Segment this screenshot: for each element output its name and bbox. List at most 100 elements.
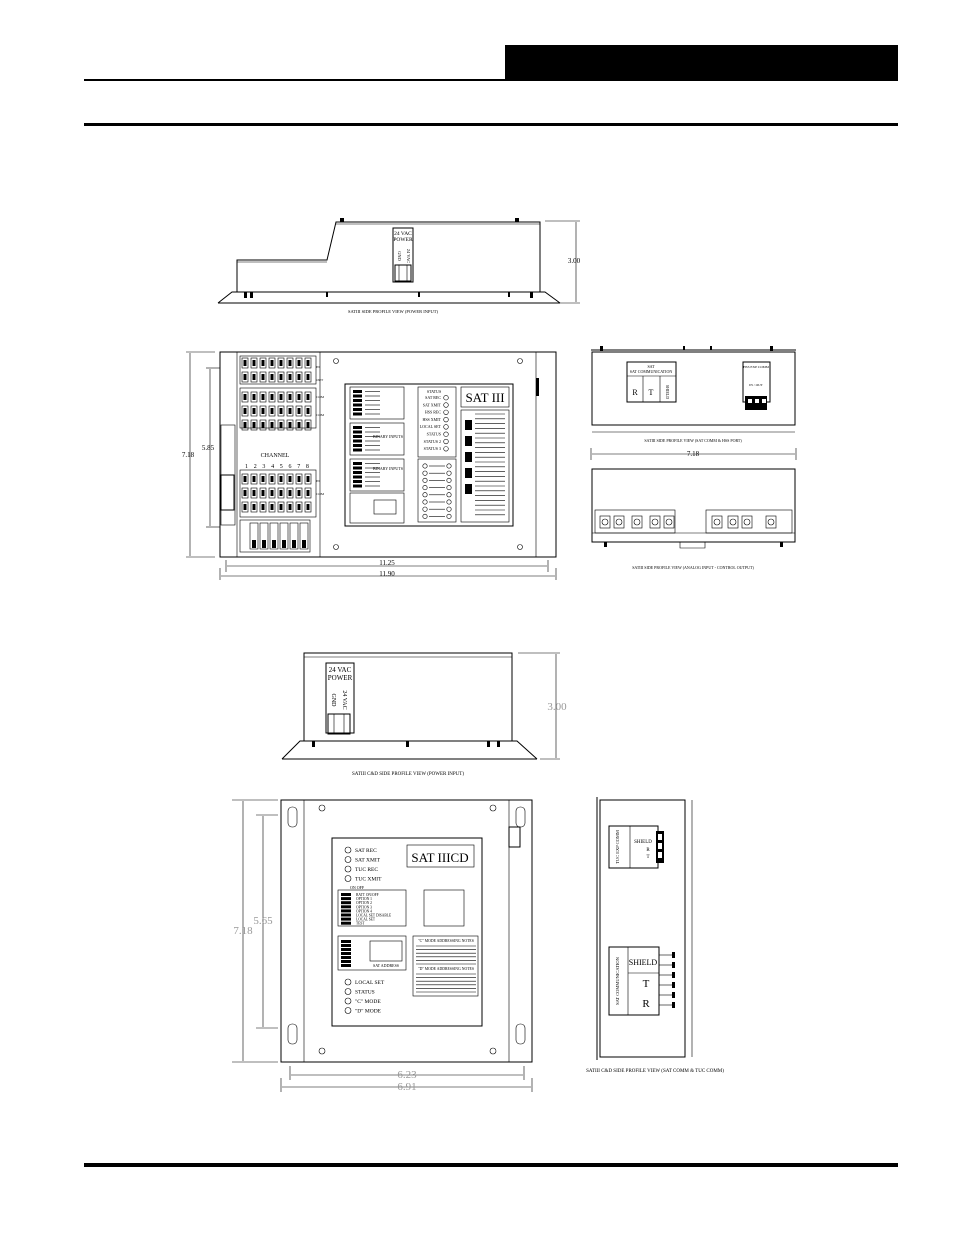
caption: SATIII C&D SIDE PROFILE VIEW (SAT COMM &… <box>586 1069 724 1074</box>
notes-title-2: "D" MODE ADDRESSING NOTES <box>418 967 474 971</box>
gnd-label: GND <box>397 251 402 261</box>
sat-comm-label: SAT COMMUNICATION <box>615 956 620 1005</box>
dim-h-outer: 7.18 <box>182 451 195 459</box>
caption: SATIII C&D SIDE PROFILE VIEW (POWER INPU… <box>352 772 464 777</box>
bottom-led-label: LOCAL SET <box>355 980 385 986</box>
led-label: SAT XMIT <box>355 858 381 864</box>
status-label: STATUS 3 <box>424 446 441 451</box>
svg-text:COM: COM <box>316 413 325 417</box>
in-out-label: IN / OUT <box>749 383 763 387</box>
terminal-cells <box>241 357 312 550</box>
notes-title-1: "C" MODE ADDRESSING NOTES <box>418 939 474 943</box>
notes-lines <box>416 945 476 993</box>
sat3-logo: SAT III <box>465 390 504 405</box>
status-label: STATUS <box>427 432 441 437</box>
status-label: HSS XMIT <box>422 417 441 422</box>
r-label: R <box>642 998 650 1010</box>
led-label: TUC XMIT <box>355 877 382 883</box>
bottom-led-label: "C" MODE <box>355 999 381 1005</box>
tuc-comm-label: TUC EXP COMM <box>615 830 620 864</box>
channel-number: 6 <box>289 464 292 470</box>
sat3cd-side-power-view: 24 VAC POWER GND 24 VAC 3.00 SATIII C&D … <box>281 652 567 777</box>
binary-inputs-1: BINARY INPUTS <box>373 434 403 439</box>
dim-width: 7.18 <box>687 450 700 458</box>
dim-w-outer: 6.91 <box>397 1081 416 1093</box>
dim-w-inner: 6.23 <box>397 1069 417 1081</box>
dip-item-label: LOCAL SET <box>356 918 376 922</box>
channel-number: 1 <box>245 464 248 470</box>
screw-holes <box>333 358 523 550</box>
r-label: R <box>632 388 638 397</box>
binary-inputs-2: BINARY INPUTS <box>373 466 403 471</box>
side-terminals <box>659 952 675 1008</box>
channel-number: 8 <box>306 464 309 470</box>
led-label: SAT REC <box>355 848 377 854</box>
dip-item-label: OPTION 2 <box>356 901 372 905</box>
svg-text:R: R <box>646 848 650 853</box>
power-label-1: 24 VAC <box>394 231 412 237</box>
dip-item-label: TEST <box>356 922 365 926</box>
dip-header: ON OFF <box>350 885 365 890</box>
dim-w-outer: 11.90 <box>379 570 395 578</box>
sat3cd-side-comm-view: TUC EXP COMM SHIELD R T SAT COMMUNICATIO… <box>586 797 724 1074</box>
bottom-leds: LOCAL SET STATUS "C" MODE "D" MODE <box>344 978 385 1015</box>
header-title-bar <box>505 45 898 81</box>
t-label: T <box>649 388 654 397</box>
svg-text:T: T <box>646 855 649 860</box>
channel-number: 5 <box>280 464 283 470</box>
sat3cd-logo: SAT IIICD <box>411 850 468 865</box>
status-title: STATUS <box>427 389 441 394</box>
power-label-1: 24 VAC <box>329 666 352 674</box>
vac-label: 24 VAC <box>406 249 411 263</box>
bottom-led-label: "D" MODE <box>355 1009 382 1015</box>
shield-top-label: SHIELD <box>634 840 652 845</box>
caption: SATIII SIDE PROFILE VIEW (ANALOG INPUT -… <box>632 565 754 570</box>
dim-height: 3.00 <box>568 257 581 265</box>
io-leds <box>422 463 452 519</box>
dim-h-inner: 5.65 <box>253 915 273 927</box>
screw-marks <box>244 218 533 298</box>
status-label: SAT XMIT <box>423 402 442 407</box>
shield-label: SHIELD <box>665 385 670 399</box>
svg-text:SAT: SAT <box>647 364 655 369</box>
vac-label: 24 VAC <box>341 690 347 709</box>
channel-number: 3 <box>262 464 265 470</box>
svg-text:OUT: OUT <box>316 378 324 382</box>
address-label: SAT ADDRESS <box>373 963 399 968</box>
dip-item-label: BATT ON/OFF <box>356 893 379 897</box>
channel-number: 7 <box>297 464 300 470</box>
header-rule-thick <box>84 123 898 126</box>
svg-text:IN: IN <box>316 479 320 483</box>
footer-rule <box>84 1163 898 1167</box>
svg-text:IN: IN <box>316 365 320 369</box>
status-label: LOCAL SET <box>420 424 442 429</box>
channel-number: 4 <box>271 464 274 470</box>
shield-bottom-label: SHIELD <box>629 958 658 967</box>
hss-port-label: HSS EXP COMM <box>743 365 770 369</box>
dim-height: 3.00 <box>547 701 567 713</box>
caption: SATIII SIDE PROFILE VIEW (POWER INPUT) <box>348 309 438 314</box>
sat-comm-label: SAT COMMUNICATION <box>630 369 673 374</box>
bottom-led-label: STATUS <box>355 990 375 996</box>
status-label: SAT REC <box>425 395 441 400</box>
dip-item-label: OPTION 1 <box>356 897 372 901</box>
header-rule-thin <box>84 79 898 81</box>
t-label: T <box>643 978 650 990</box>
dip-item-label: LOCAL SET DISABLE <box>356 914 392 918</box>
dim-h-outer: 7.18 <box>233 925 253 937</box>
svg-text:COM: COM <box>316 492 325 496</box>
dim-h-inner: 5.85 <box>202 444 215 452</box>
svg-text:COM: COM <box>316 395 325 399</box>
gnd-label: GND <box>330 694 336 708</box>
sat3-side-analog-view: SATIII SIDE PROFILE VIEW (ANALOG INPUT -… <box>591 468 796 570</box>
sat3-side-comm-view: SAT SAT COMMUNICATION R T SHIELD HSS EXP… <box>590 346 797 460</box>
caption: SATIII SIDE PROFILE VIEW (SAT COMM & HSS… <box>644 438 742 443</box>
channel-label: CHANNEL <box>261 453 290 459</box>
power-label-2: POWER <box>393 237 413 243</box>
sat3-side-power-view: 24 VAC POWER GND 24 VAC 3.00 SATIII SIDE… <box>217 218 581 314</box>
